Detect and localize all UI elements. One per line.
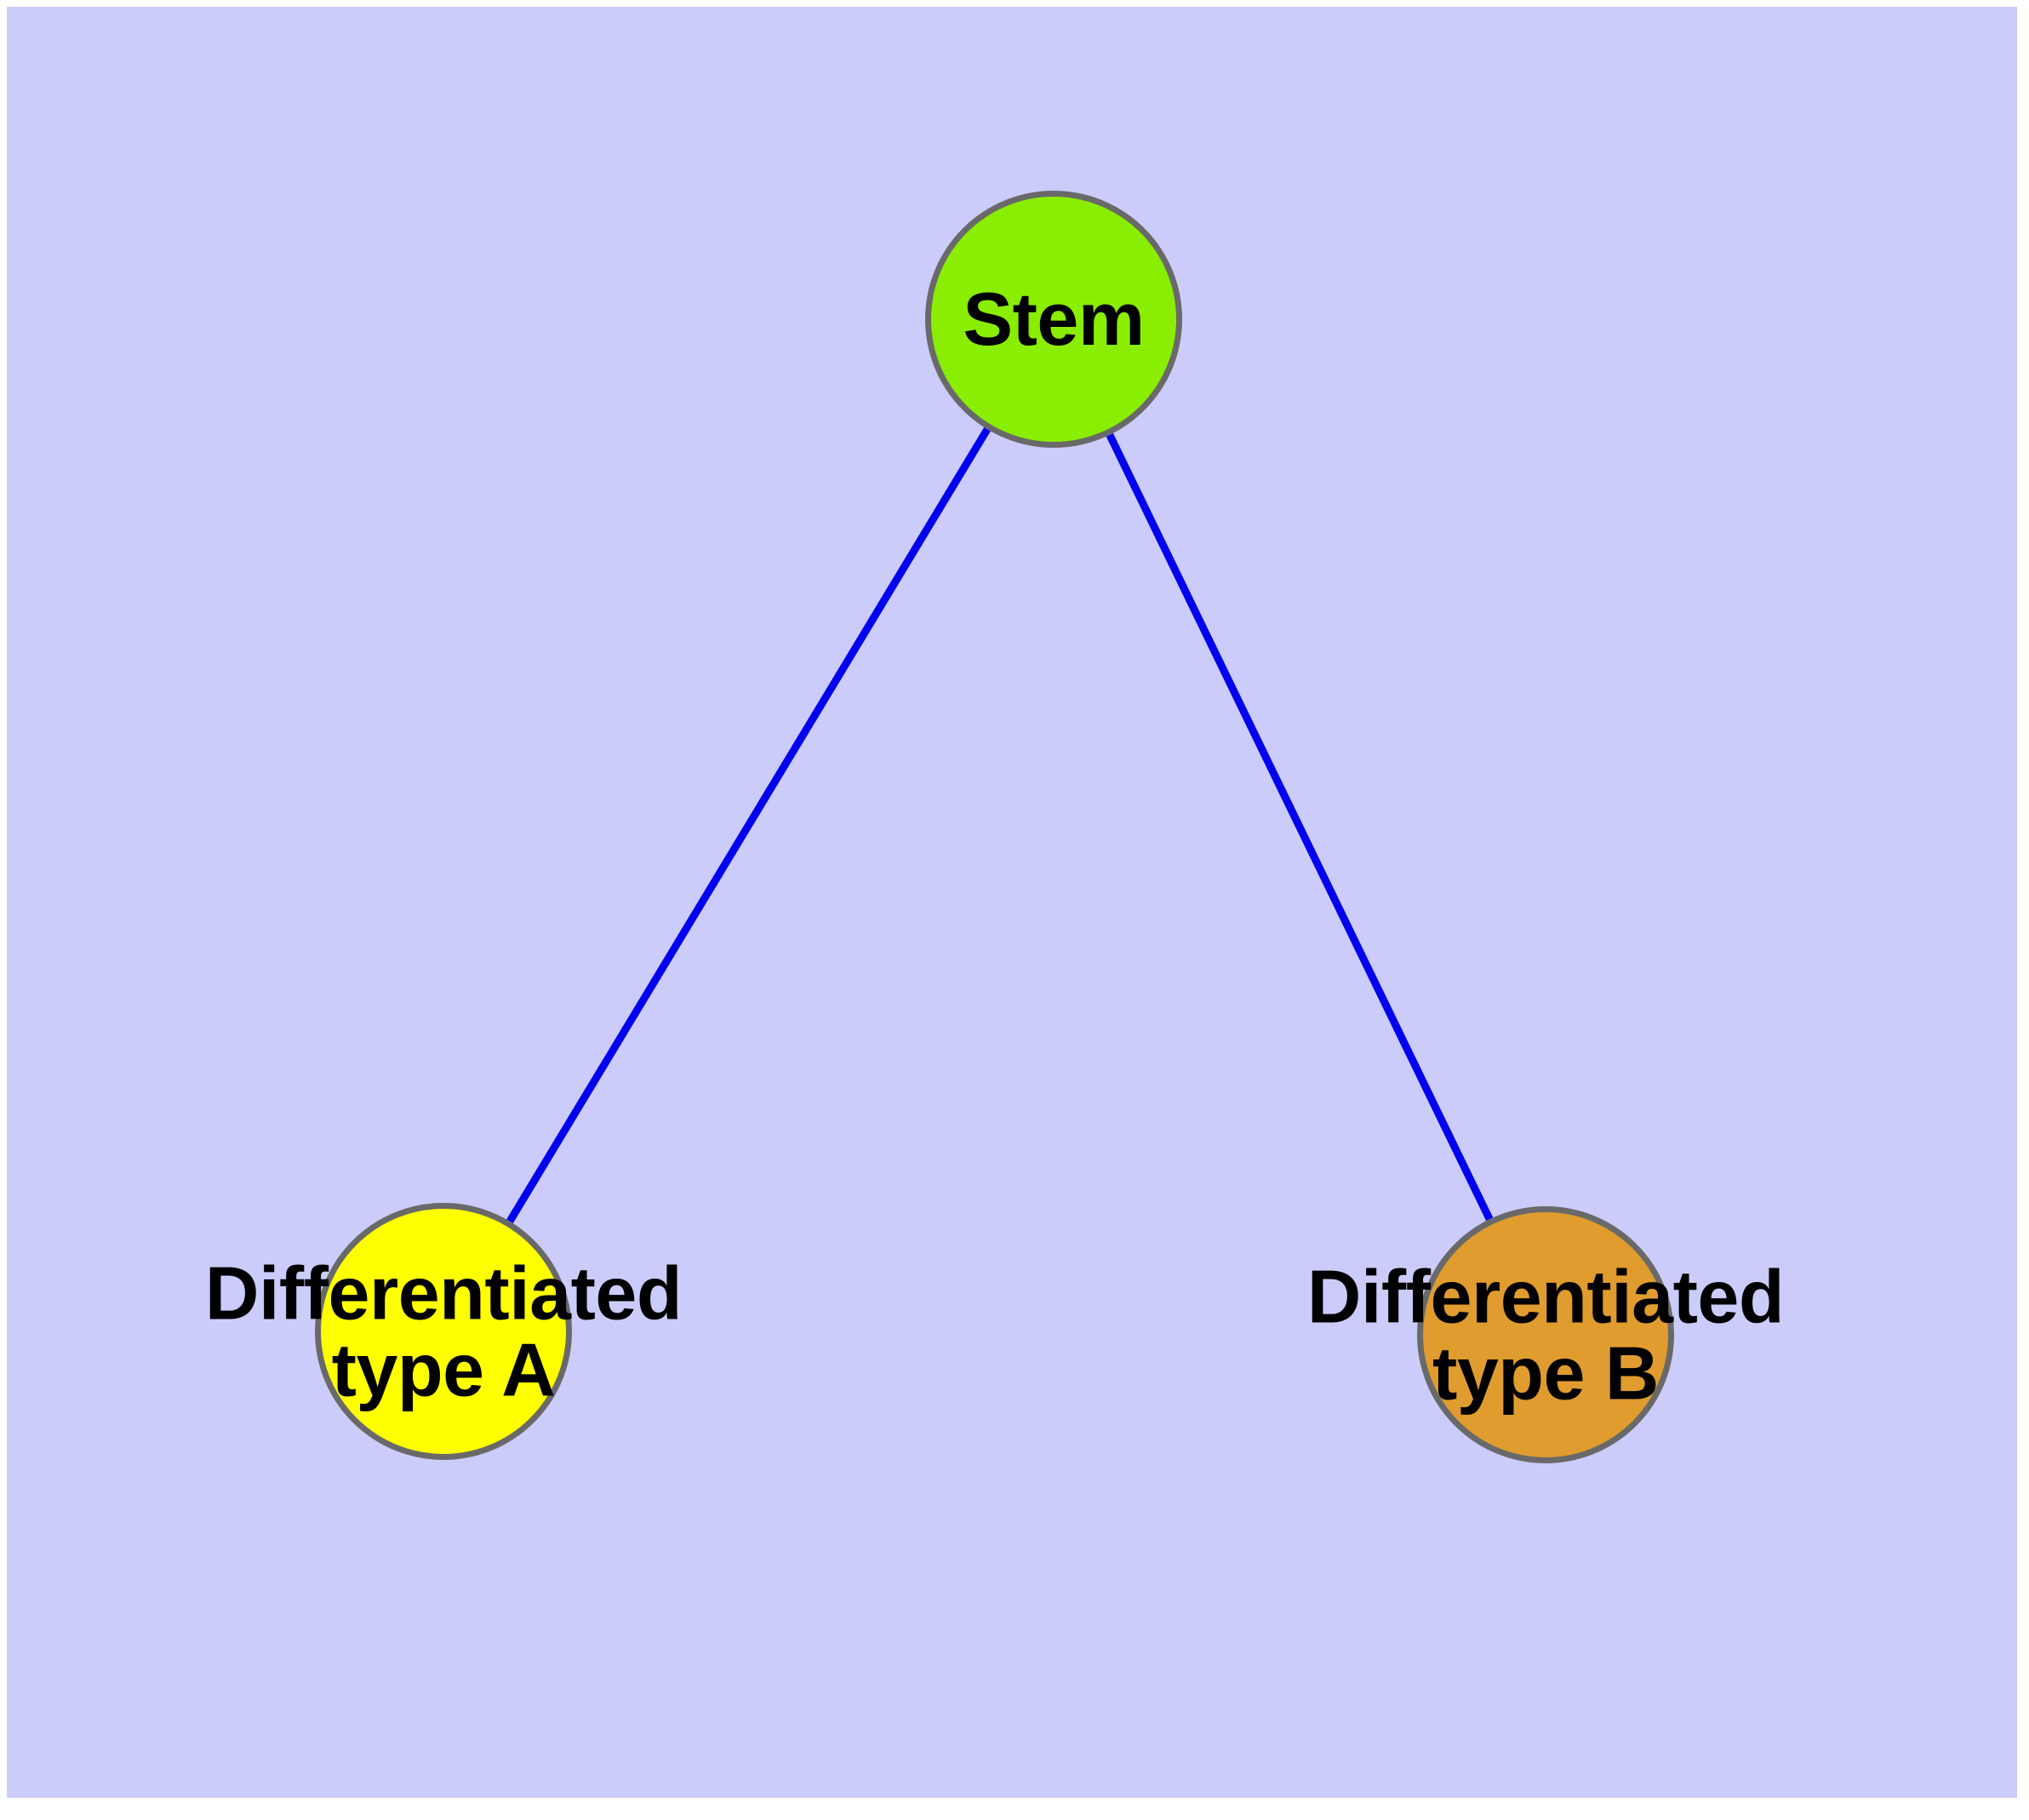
node-stem-label: Stem — [963, 277, 1145, 362]
node-differentiated-type-a[interactable]: Differentiated type A — [205, 1203, 683, 1460]
node-differentiated-type-b[interactable]: Differentiated type B — [1307, 1206, 1785, 1463]
node-differentiated-type-a-label: Differentiated type A — [204, 1251, 683, 1411]
node-differentiated-type-b-label: Differentiated type B — [1306, 1254, 1785, 1415]
node-stem[interactable]: Stem — [925, 191, 1182, 448]
